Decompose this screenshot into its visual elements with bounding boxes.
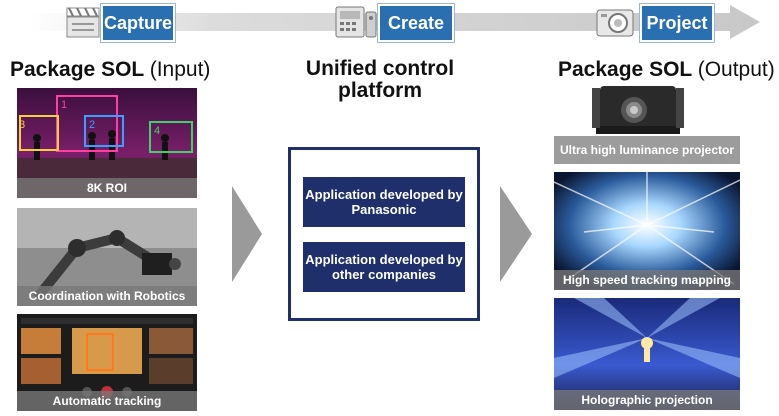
clapperboard-icon [66, 7, 100, 38]
platform-box [288, 147, 480, 321]
caption-holographic: Holographic projection [554, 390, 740, 410]
roi-number-4: 4 [154, 125, 160, 137]
center-column-title: Unified control platform [295, 58, 465, 102]
input-subtitle-text: (Input) [149, 58, 211, 81]
caption-projector: Ultra high luminance projector [554, 136, 740, 164]
output-subtitle-text: (Output) [697, 58, 775, 81]
step-create-label: Create [378, 4, 454, 42]
step-project-label: Project [640, 4, 714, 42]
projector-icon [596, 9, 634, 37]
projector-image [592, 86, 684, 134]
caption-8k-roi: 8K ROI [17, 178, 197, 198]
output-column-title: Package SOL (Output) [558, 58, 775, 82]
center-title-line2: platform [338, 79, 422, 102]
input-title-text: Package SOL [10, 58, 144, 81]
thumb-auto-tracking: Automatic tracking [17, 314, 197, 411]
app-panasonic: Application developed by Panasonic [303, 177, 465, 227]
chevron-right-icon [232, 186, 262, 282]
roi-number-3: 3 [19, 119, 25, 131]
roi-number-2: 2 [89, 119, 95, 131]
caption-auto-tracking: Automatic tracking [17, 391, 197, 411]
step-capture-label: Capture [101, 4, 175, 42]
thumb-tracking-mapping: High speed tracking mapping [554, 172, 740, 290]
output-title-text: Package SOL [558, 58, 692, 81]
chevron-right-icon [500, 186, 532, 282]
control-panel-icon [335, 6, 377, 38]
caption-tracking-mapping: High speed tracking mapping [554, 270, 740, 290]
thumb-holographic: Holographic projection [554, 298, 740, 410]
thumb-robotics: Coordination with Robotics [17, 208, 197, 306]
caption-robotics: Coordination with Robotics [17, 286, 197, 306]
app-other-companies: Application developed by other companies [303, 242, 465, 292]
thumb-8k-roi: 1 2 3 4 8K ROI [17, 88, 197, 198]
center-title-line1: Unified control [305, 57, 455, 80]
roi-number-1: 1 [61, 99, 67, 111]
input-column-title: Package SOL (Input) [10, 58, 210, 82]
